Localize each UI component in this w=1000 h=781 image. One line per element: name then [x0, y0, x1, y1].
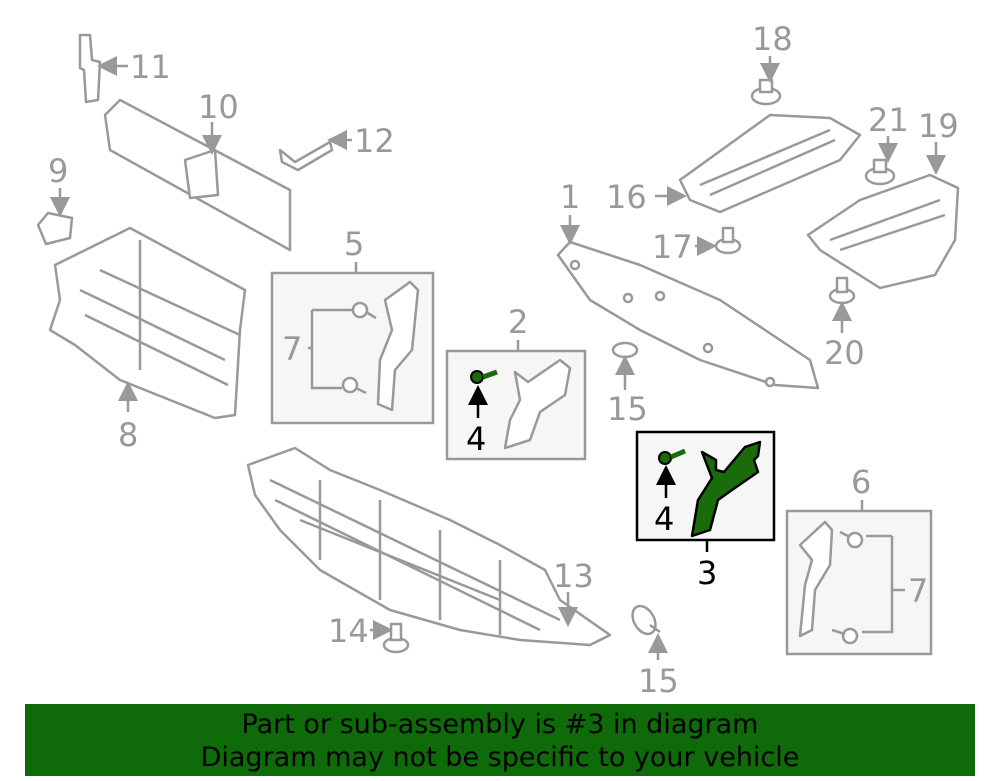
callout-19: 19 — [918, 107, 959, 145]
callout-13: 13 — [553, 557, 594, 595]
callout-4: 4 — [466, 420, 486, 458]
part-5-bracket-kit[interactable]: 5 7 — [270, 225, 435, 425]
callout-7: 7 — [282, 330, 302, 368]
part-9-clip[interactable]: 9 — [36, 152, 74, 246]
part-14-clip[interactable]: 14 — [328, 612, 410, 654]
callout-9: 9 — [48, 152, 68, 190]
part-10-air-deflector[interactable]: 10 — [103, 88, 292, 252]
part-21-clip[interactable]: 21 — [864, 101, 909, 186]
part-15-clip[interactable]: 15 — [628, 602, 679, 700]
part-2-bracket-kit[interactable]: 2 4 — [445, 303, 587, 461]
part-3-highlighted-bracket-kit[interactable]: 4 3 — [635, 430, 776, 592]
callout-10: 10 — [198, 88, 239, 126]
part-19-splash-shield[interactable]: 19 — [806, 107, 960, 290]
part-17-clip[interactable]: 17 — [652, 226, 742, 266]
callout-16: 16 — [606, 178, 647, 216]
callout-12: 12 — [354, 122, 395, 160]
part-16-splash-shield[interactable]: 16 — [606, 113, 862, 216]
callout-3: 3 — [697, 554, 717, 592]
info-banner: Part or sub-assembly is #3 in diagram Di… — [25, 704, 975, 776]
callout-4: 4 — [654, 500, 674, 538]
callout-21: 21 — [868, 101, 909, 139]
part-20-clip[interactable]: 20 — [824, 276, 865, 372]
callout-1: 1 — [560, 178, 580, 216]
callout-17: 17 — [652, 228, 693, 266]
part-13-lower-shield[interactable]: 13 — [246, 446, 612, 647]
callout-5: 5 — [344, 225, 364, 263]
part-15-clip[interactable]: 15 — [607, 341, 648, 428]
callout-18: 18 — [752, 20, 793, 58]
banner-line-disclaimer: Diagram may not be specific to your vehi… — [200, 742, 800, 773]
callout-11: 11 — [130, 48, 171, 86]
callout-15: 15 — [638, 662, 679, 700]
callout-20: 20 — [824, 334, 865, 372]
callout-8: 8 — [118, 416, 138, 454]
callout-15: 15 — [607, 390, 648, 428]
banner-line-part: Part or sub-assembly is #3 in diagram — [241, 709, 759, 740]
callout-7: 7 — [908, 572, 928, 610]
part-1-deflector[interactable]: 1 — [556, 178, 820, 390]
part-8-shutter[interactable]: 8 — [48, 226, 247, 454]
part-18-clip[interactable]: 18 — [750, 20, 793, 106]
callout-14: 14 — [328, 612, 369, 650]
part-6-bracket-kit[interactable]: 6 7 — [785, 463, 933, 656]
part-12-bracket[interactable]: 12 — [278, 122, 395, 172]
callout-6: 6 — [851, 463, 871, 501]
part-11-bracket[interactable]: 11 — [78, 33, 171, 104]
callout-2: 2 — [508, 303, 528, 341]
